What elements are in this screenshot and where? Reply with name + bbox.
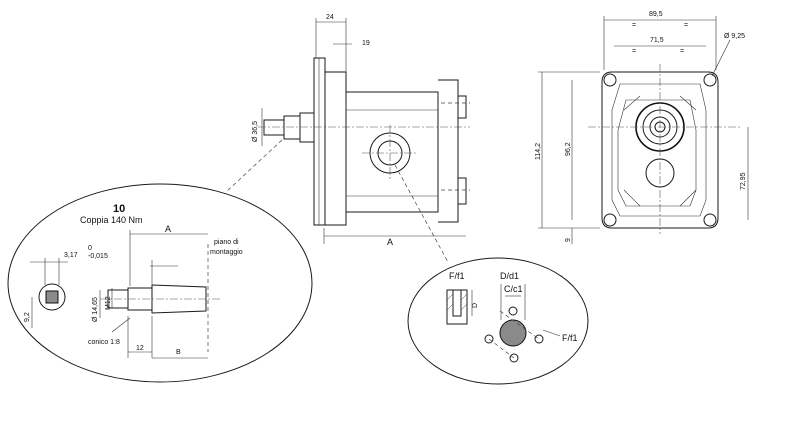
torque-label: Coppia 140 Nm (80, 215, 143, 225)
dim-d365: Ø 36,5 (252, 121, 259, 142)
key-tol-upper: 0 (88, 245, 92, 252)
key-tol-lower: -0,015 (88, 253, 108, 260)
dim-d925: Ø 9,25 (724, 33, 745, 40)
dim-24: 24 (326, 14, 334, 21)
dim-715: 71,5 (650, 37, 664, 44)
eq-mark-2: = (684, 22, 688, 29)
dim-9: 9 (565, 238, 572, 242)
dim-962: 96,2 (565, 142, 572, 156)
port-cc1: C/c1 (504, 284, 523, 294)
piano-line1: piano di (214, 239, 239, 246)
port-ff1-top: F/f1 (449, 271, 465, 281)
shaft-detail: 10 Coppia 140 Nm 3,17 0 -0,015 9,2 A pia… (7, 183, 313, 383)
port-label-D: D (472, 303, 479, 308)
front-view: 89,5 = = 71,5 = = Ø 9,25 114,2 96,2 72,9… (535, 11, 749, 244)
dim-7295: 72,95 (740, 172, 747, 190)
piano-line2: montaggio (210, 249, 243, 256)
thread-m12: M12 (105, 296, 112, 310)
port-detail: F/f1 D/d1 C/c1 D F/f1 (407, 257, 589, 385)
dim-d1465: Ø 14,65 (92, 297, 99, 322)
dim-A-detail: A (165, 224, 171, 234)
conico-label: conico 1:8 (88, 339, 120, 346)
key-width: 3,17 (64, 252, 78, 259)
dim-12: 12 (136, 345, 144, 352)
eq-mark-1: = (632, 22, 636, 29)
dim-1142: 114,2 (535, 143, 542, 160)
port-ff1-right: F/f1 (562, 333, 578, 343)
dim-92: 9,2 (24, 312, 31, 322)
dim-B: B (176, 349, 181, 356)
dim-895: 89,5 (649, 11, 663, 18)
eq-mark-4: = (680, 48, 684, 55)
dim-A-side: A (387, 237, 393, 247)
shaft-code: 10 (113, 203, 125, 215)
eq-mark-3: = (632, 48, 636, 55)
side-view: 24 19 Ø 36,5 A (225, 14, 470, 263)
port-dd1: D/d1 (500, 271, 519, 281)
dim-19: 19 (362, 40, 370, 47)
